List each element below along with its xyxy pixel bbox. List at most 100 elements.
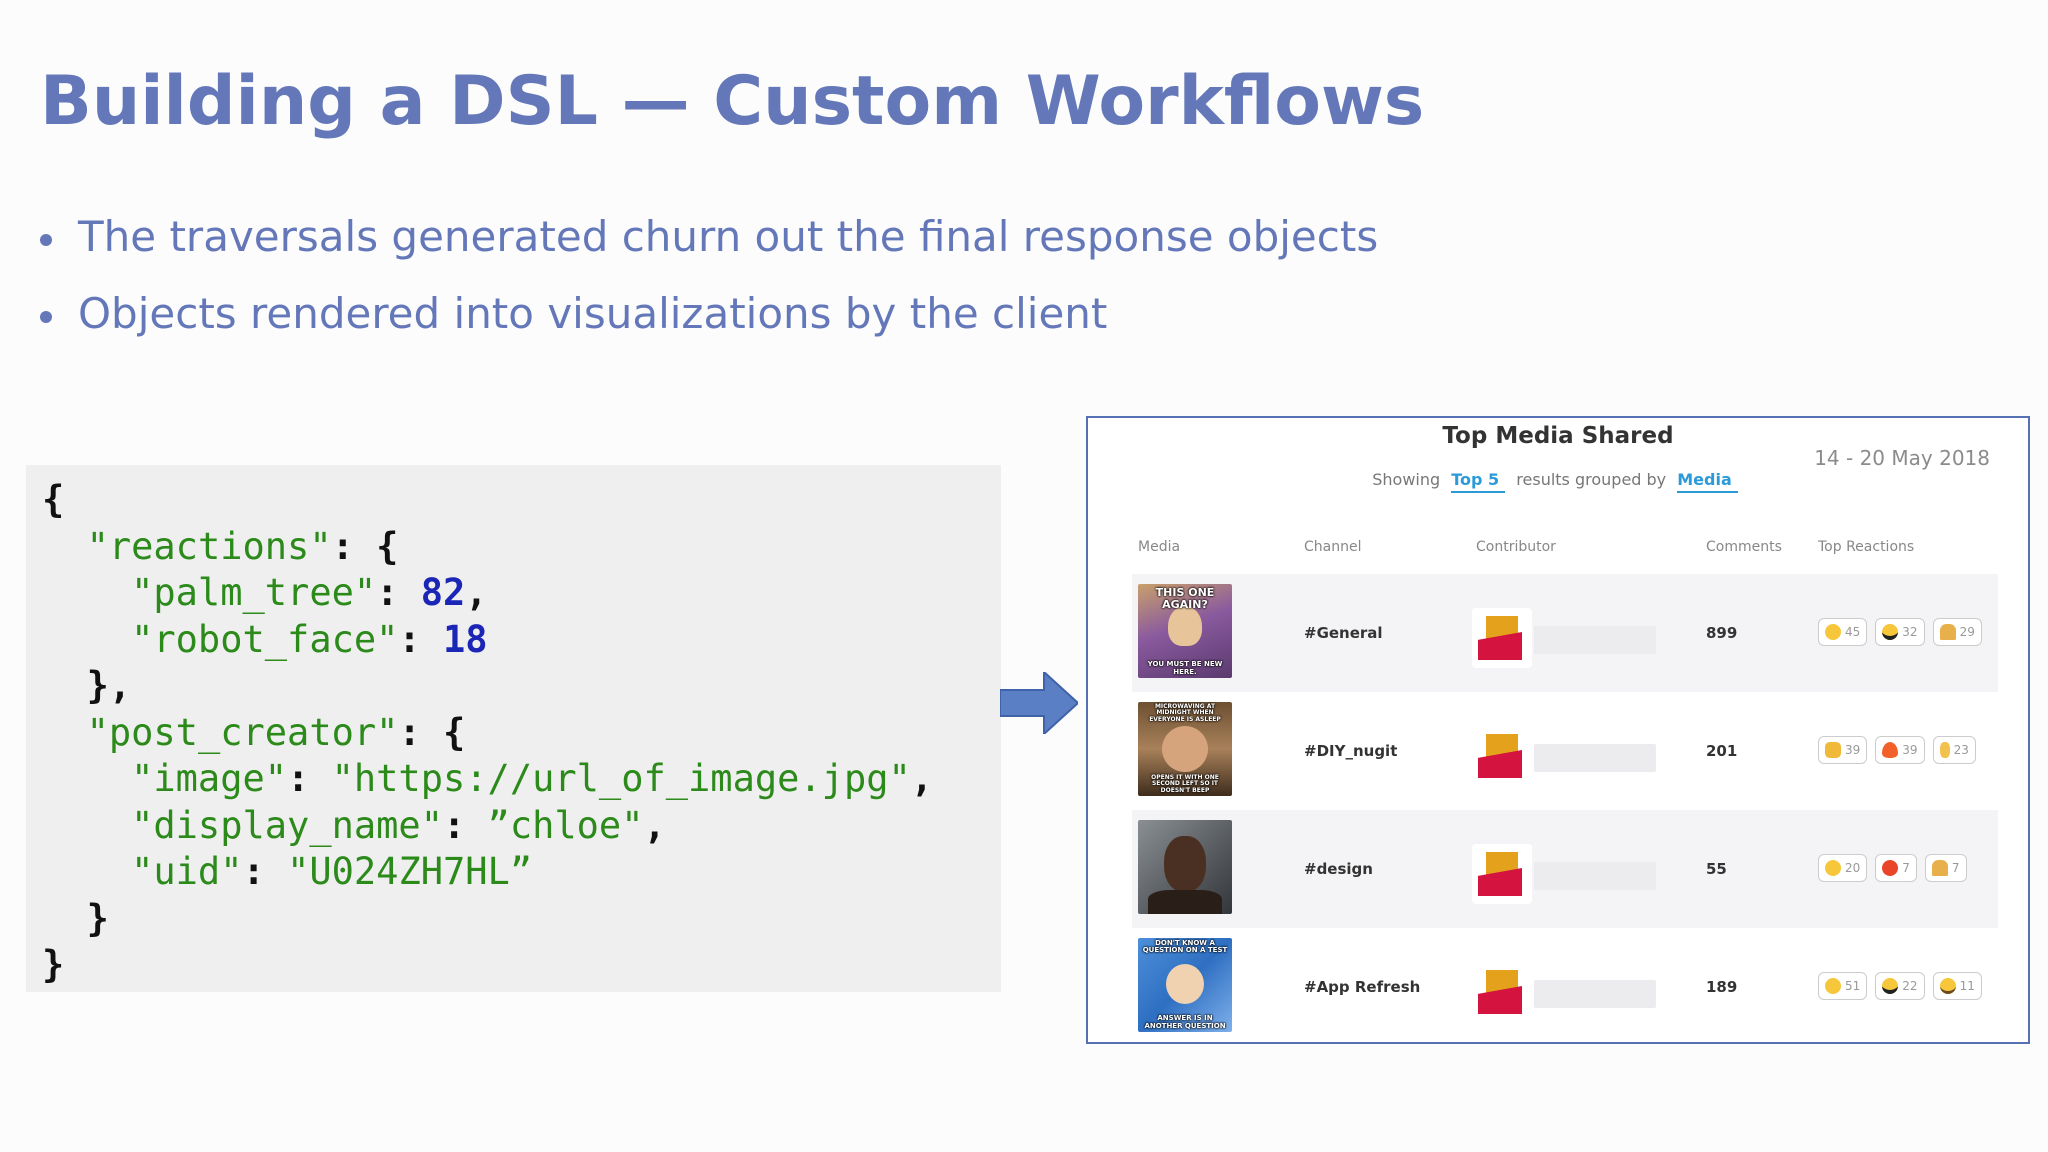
reaction-chip[interactable]: 23 (1932, 736, 1976, 764)
reaction-count: 20 (1845, 861, 1861, 875)
results-summary: Showing Top 5 results grouped by Media (1088, 470, 2028, 493)
code-key: "palm_tree" (131, 571, 377, 614)
bullet-dot-icon (40, 234, 52, 246)
media-thumbnail[interactable]: MICROWAVING AT MIDNIGHT WHEN EVERYONE IS… (1138, 702, 1232, 796)
laughing-emoji-icon (1825, 624, 1841, 640)
column-header-comments: Comments (1706, 539, 1782, 555)
pointing-up-icon (1939, 742, 1950, 758)
channel-name[interactable]: #General (1304, 624, 1383, 642)
reaction-count: 23 (1953, 743, 1969, 757)
reaction-count: 7 (1951, 861, 1960, 875)
reaction-chip[interactable]: 7 (1924, 854, 1967, 882)
reaction-chip[interactable]: 51 (1818, 972, 1868, 1000)
contributor-avatar[interactable] (1472, 726, 1532, 786)
thumbnail-caption-bottom: ANSWER IS IN ANOTHER QUESTION (1144, 1014, 1226, 1030)
json-code: { "reactions": { "palm_tree": 82, "robot… (42, 478, 934, 986)
reaction-chip[interactable]: 11 (1932, 972, 1982, 1000)
table-row[interactable]: MICROWAVING AT MIDNIGHT WHEN EVERYONE IS… (1132, 692, 1998, 810)
column-header-channel: Channel (1304, 539, 1362, 555)
table-row[interactable]: #design 55 20 7 7 (1132, 810, 1998, 928)
contributor-name-bar (1534, 862, 1656, 890)
bullet-item: The traversals generated churn out the f… (40, 212, 1378, 289)
reaction-chip[interactable]: 7 (1875, 854, 1917, 882)
bullet-list: The traversals generated churn out the f… (40, 212, 1378, 366)
channel-name[interactable]: #DIY_nugit (1304, 742, 1398, 760)
date-range: 14 - 20 May 2018 (1814, 446, 1990, 470)
column-header-contributor: Contributor (1476, 539, 1556, 555)
group-by-selector[interactable]: Media (1677, 470, 1738, 493)
column-header-top-reactions: Top Reactions (1818, 539, 1915, 555)
reaction-chip[interactable]: 29 (1932, 618, 1982, 646)
comment-count: 189 (1706, 978, 1738, 996)
reaction-count: 39 (1845, 743, 1861, 757)
fire-icon (1882, 742, 1899, 758)
right-arrow-icon (1000, 672, 1078, 734)
reaction-count: 32 (1902, 625, 1918, 639)
reaction-list: 51 22 11 (1818, 972, 1982, 1000)
media-thumbnail[interactable]: THIS ONE AGAIN? YOU MUST BE NEW HERE. (1138, 584, 1232, 678)
nerd-emoji-icon (1939, 978, 1956, 994)
code-string: "U024ZH7HL” (287, 850, 533, 893)
thumbnail-caption-top: THIS ONE AGAIN? (1155, 586, 1215, 611)
contributor-avatar[interactable] (1472, 844, 1532, 904)
thumbnail-caption-bottom: YOU MUST BE NEW HERE. (1147, 660, 1223, 676)
praying-hands-icon (1931, 860, 1948, 876)
top-n-selector[interactable]: Top 5 (1451, 470, 1506, 493)
bullet-item: Objects rendered into visualizations by … (40, 289, 1378, 366)
table-row[interactable]: THIS ONE AGAIN? YOU MUST BE NEW HERE. #G… (1132, 574, 1998, 692)
reaction-chip[interactable]: 39 (1875, 736, 1925, 764)
code-key: "image" (131, 757, 288, 800)
top-media-panel: Top Media Shared 14 - 20 May 2018 Showin… (1086, 416, 2030, 1044)
contributor-name-bar (1534, 626, 1656, 654)
contributor-avatar[interactable] (1472, 608, 1532, 668)
portrait-face (1162, 726, 1208, 772)
laughing-emoji-icon (1825, 978, 1841, 994)
code-key: "uid" (131, 850, 243, 893)
media-thumbnail[interactable] (1138, 820, 1232, 914)
reaction-count: 29 (1959, 625, 1975, 639)
thumbnail-caption-bottom: OPENS IT WITH ONE SECOND LEFT SO IT DOES… (1151, 774, 1219, 794)
reaction-chip[interactable]: 22 (1875, 972, 1925, 1000)
portrait-face (1168, 606, 1202, 646)
reaction-count: 7 (1902, 861, 1910, 875)
reaction-count: 51 (1845, 979, 1861, 993)
angry-emoji-icon (1882, 860, 1899, 876)
contributor-avatar[interactable] (1472, 962, 1532, 1022)
thumbnail-caption-top: DON'T KNOW A QUESTION ON A TEST (1142, 939, 1228, 955)
slide-title: Building a DSL — Custom Workflows (40, 62, 1425, 141)
comment-count: 55 (1706, 860, 1727, 878)
table-row[interactable]: DON'T KNOW A QUESTION ON A TEST ANSWER I… (1132, 928, 1998, 1046)
reaction-chip[interactable]: 32 (1875, 618, 1925, 646)
praying-hands-icon (1939, 624, 1956, 640)
reaction-count: 39 (1902, 743, 1918, 757)
channel-name[interactable]: #design (1304, 860, 1373, 878)
portrait-face (1164, 836, 1206, 892)
clapping-hands-icon (1825, 742, 1841, 758)
code-key: "display_name" (131, 803, 443, 847)
grouped-label: results grouped by (1516, 470, 1667, 489)
media-thumbnail[interactable]: DON'T KNOW A QUESTION ON A TEST ANSWER I… (1138, 938, 1232, 1032)
bullet-text: The traversals generated churn out the f… (78, 212, 1379, 261)
reaction-chip[interactable]: 39 (1818, 736, 1868, 764)
code-key: "robot_face" (131, 617, 399, 661)
reaction-chip[interactable]: 45 (1818, 618, 1868, 646)
code-key: "reactions" (86, 524, 332, 568)
comment-count: 201 (1706, 742, 1738, 760)
channel-name[interactable]: #App Refresh (1304, 978, 1421, 996)
reaction-chip[interactable]: 20 (1818, 854, 1868, 882)
reaction-count: 22 (1902, 979, 1918, 993)
code-key: "post_creator" (86, 710, 399, 754)
code-number: 82 (420, 571, 466, 614)
contributor-name-bar (1534, 980, 1656, 1008)
portrait-face (1166, 964, 1204, 1004)
json-code-block: { "reactions": { "palm_tree": 82, "robot… (26, 465, 1001, 992)
code-string: ”chloe" (487, 803, 644, 847)
reaction-count: 45 (1845, 625, 1861, 639)
code-number: 18 (442, 617, 488, 661)
panel-title: Top Media Shared (1442, 423, 1674, 449)
smiling-emoji-icon (1825, 860, 1841, 876)
showing-label: Showing (1372, 470, 1441, 489)
code-string: "https://url_of_image.jpg" (331, 757, 911, 800)
reaction-list: 20 7 7 (1818, 854, 1967, 882)
contributor-name-bar (1534, 744, 1656, 772)
